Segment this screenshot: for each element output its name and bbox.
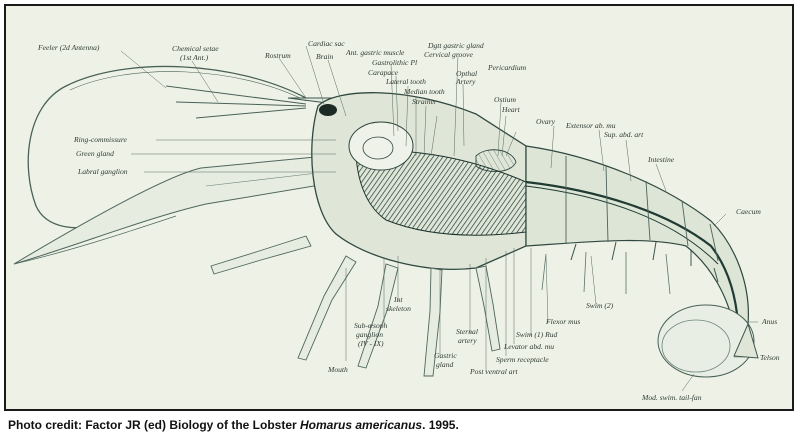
lobster-illustration: Feeler (2d Antenna) Chemical setae (1st … xyxy=(13,39,780,402)
label-gastric: Gastric xyxy=(434,351,457,360)
label-int: Int xyxy=(393,295,403,304)
label-sperm-receptacle: Sperm receptacle xyxy=(496,355,549,364)
label-feeler: Feeler (2d Antenna) xyxy=(37,43,100,52)
tail-fan xyxy=(657,304,755,378)
caption-prefix: Photo credit: Factor JR (ed) Biology of … xyxy=(8,418,301,432)
label-dgastric-gland: Dgtt gastric gland xyxy=(427,41,484,50)
label-cardiac-sac: Cardiac sac xyxy=(308,39,345,48)
photo-credit-caption: Photo credit: Factor JR (ed) Biology of … xyxy=(8,418,459,432)
label-telson: Telson xyxy=(760,353,780,362)
label-sternal-artery: artery xyxy=(458,336,477,345)
label-labral-ganglion: Labral ganglion xyxy=(77,167,128,176)
label-gastric-gland: gland xyxy=(436,360,454,369)
label-carapace: Carapace xyxy=(368,68,399,77)
label-sternal: Sternal xyxy=(456,327,478,336)
label-artery: Artery xyxy=(455,77,476,86)
lobster-anatomy-diagram: Feeler (2d Antenna) Chemical setae (1st … xyxy=(4,4,794,411)
label-heart: Heart xyxy=(501,105,521,114)
label-caecum: Caecum xyxy=(736,207,761,216)
caption-suffix: . 1995. xyxy=(422,418,459,432)
label-gastrolithic-pl: Gastrolithic Pl xyxy=(372,58,417,67)
label-sup-abd-art: Sup. abd. art xyxy=(604,130,644,139)
label-iv-ix: (IV - IX) xyxy=(358,339,384,348)
label-skeleton: skeleton xyxy=(386,304,411,313)
label-ring-commissure: Ring-commissure xyxy=(73,135,127,144)
label-rostrum: Rostrum xyxy=(264,51,291,60)
label-ovary: Ovary xyxy=(536,117,556,126)
label-first-antenna: (1st Ant.) xyxy=(180,53,209,62)
label-sub-oesoph: Sub-œsoph xyxy=(354,321,388,330)
label-post-ventral-art: Post ventral art xyxy=(469,367,519,376)
label-extensor-ab-mu: Extensor ab. mu xyxy=(565,121,616,130)
label-green-gland: Green gland xyxy=(76,149,114,158)
label-pericardium: Pericardium xyxy=(487,63,527,72)
label-swim2: Swim (2) xyxy=(586,301,614,310)
abdomen xyxy=(525,145,749,329)
label-anus: Anus xyxy=(761,317,777,326)
label-swim1-rud: Swim (1) Rud xyxy=(516,330,558,339)
label-ant-gastric-muscle: Ant. gastric muscle xyxy=(345,48,405,57)
label-ganglion: ganglion xyxy=(356,330,383,339)
label-mouth: Mouth xyxy=(327,365,348,374)
label-mod-swim-tail-fan: Mod. swim. tail-fan xyxy=(641,393,702,402)
label-intestine: Intestine xyxy=(647,155,675,164)
label-flexor-mus: Flexor mus xyxy=(545,317,580,326)
label-levator-abd-mu: Levator abd. mu xyxy=(503,342,554,351)
label-ostium: Ostium xyxy=(494,95,516,104)
caption-species: Homarus americanus xyxy=(300,418,423,432)
label-chemical-setae: Chemical setae xyxy=(172,44,219,53)
label-cervical-groove: Cervical groove xyxy=(424,50,473,59)
label-median-tooth: Median tooth xyxy=(403,87,445,96)
label-lateral-tooth: Lateral tooth xyxy=(385,77,426,86)
feeler-antenna xyxy=(27,65,307,229)
label-strainer: Strainer xyxy=(412,97,437,106)
label-brain: Brain xyxy=(316,52,334,61)
label-opthal: Opthal xyxy=(456,69,477,78)
